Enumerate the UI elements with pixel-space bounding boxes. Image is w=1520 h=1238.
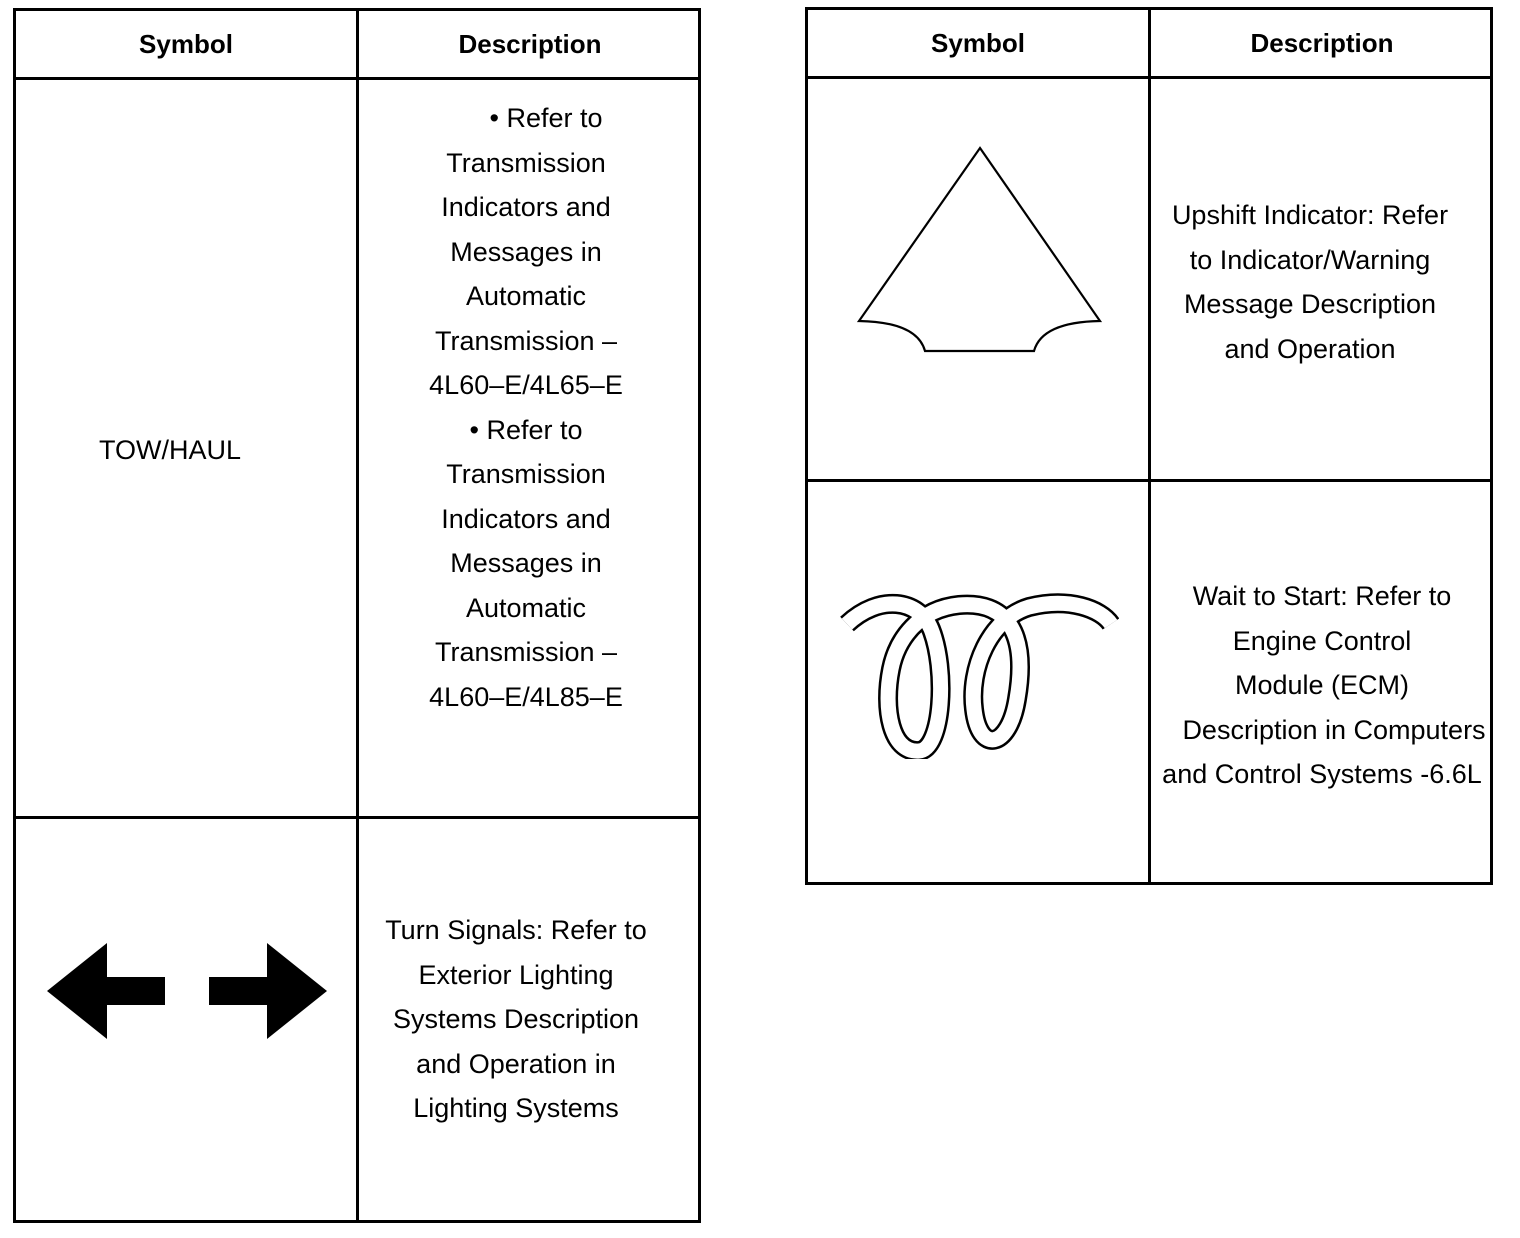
description-line: Systems Description (392, 1004, 640, 1034)
turn-signal-arrows-icon (47, 943, 327, 1039)
description-line: Transmission – (434, 637, 618, 667)
row-divider (808, 479, 1490, 482)
description-line: Description in Computers (1182, 714, 1486, 745)
upshift-description: Upshift Indicator: Refer to Indicator/Wa… (1172, 193, 1448, 371)
description-line: Exterior Lighting (418, 959, 614, 990)
description-column-header: Description (359, 11, 701, 77)
turn-signal-symbol-cell (16, 819, 356, 1223)
symbol-header-label: Symbol (139, 28, 233, 59)
description-header-label: Description (458, 28, 602, 59)
description-line: Message Description (1183, 289, 1437, 319)
description-line: Transmission – (434, 325, 618, 356)
wait-to-start-description: Wait to Start: Refer to Engine Control M… (1162, 574, 1485, 797)
description-line: Module (ECM) (1234, 670, 1410, 700)
description-line: Transmission (446, 147, 606, 178)
description-line: to Indicator/Warning (1189, 244, 1431, 275)
header-divider (808, 76, 1490, 79)
description-line: Indicators and (441, 192, 611, 222)
turn-signal-description-cell: Turn Signals: Refer to Exterior Lighting… (359, 819, 701, 1223)
description-column-header: Description (1151, 10, 1493, 76)
column-divider (1148, 10, 1151, 882)
tow-haul-description-cell: • Refer to Transmission Indicators and M… (359, 80, 701, 816)
description-line: and Operation (1224, 333, 1396, 364)
symbol-column-header: Symbol (808, 10, 1148, 76)
tow-haul-description: • Refer to Transmission Indicators and M… (429, 96, 623, 719)
description-line: Wait to Start: Refer to (1192, 581, 1452, 611)
description-line: Lighting Systems (413, 1093, 619, 1123)
upshift-indicator-icon (857, 146, 1103, 353)
tow-haul-symbol-cell: TOW/HAUL (16, 80, 356, 816)
description-line: Automatic (465, 281, 587, 311)
description-header-label: Description (1250, 27, 1394, 58)
right-symbol-table: Symbol Description Upshift Indicator: Re… (805, 7, 1493, 885)
wait-to-start-symbol-cell (808, 482, 1148, 885)
row-divider (16, 816, 698, 819)
upshift-description-cell: Upshift Indicator: Refer to Indicator/Wa… (1151, 79, 1493, 479)
tow-haul-label: TOW/HAUL (98, 434, 241, 465)
header-divider (16, 77, 698, 80)
symbol-header-label: Symbol (931, 27, 1025, 58)
description-line: • Refer to (469, 414, 583, 445)
column-divider (356, 11, 359, 1220)
description-line: and Operation in (416, 1048, 616, 1079)
description-line: Automatic (465, 592, 587, 623)
description-line: Engine Control (1232, 625, 1412, 656)
description-line: 4L60–E/4L85–E (429, 681, 623, 712)
wait-to-start-description-cell: Wait to Start: Refer to Engine Control M… (1151, 482, 1493, 885)
left-symbol-table: Symbol Description TOW/HAUL • Refer to T… (13, 8, 701, 1223)
turn-signal-description: Turn Signals: Refer to Exterior Lighting… (385, 908, 647, 1131)
description-line: Upshift Indicator: Refer (1171, 200, 1449, 230)
glow-plug-coil-icon (840, 592, 1119, 759)
symbol-column-header: Symbol (16, 11, 356, 77)
upshift-symbol-cell (808, 79, 1148, 479)
description-line: and Control Systems -6.6L (1162, 759, 1482, 789)
description-line: Messages in (450, 548, 602, 578)
description-line: Turn Signals: Refer to (385, 915, 647, 945)
description-line: Indicators and (441, 503, 611, 534)
description-line: • Refer to (489, 103, 603, 133)
description-line: Messages in (450, 236, 602, 267)
description-line: Transmission (446, 459, 606, 489)
description-line: 4L60–E/4L65–E (429, 370, 623, 400)
